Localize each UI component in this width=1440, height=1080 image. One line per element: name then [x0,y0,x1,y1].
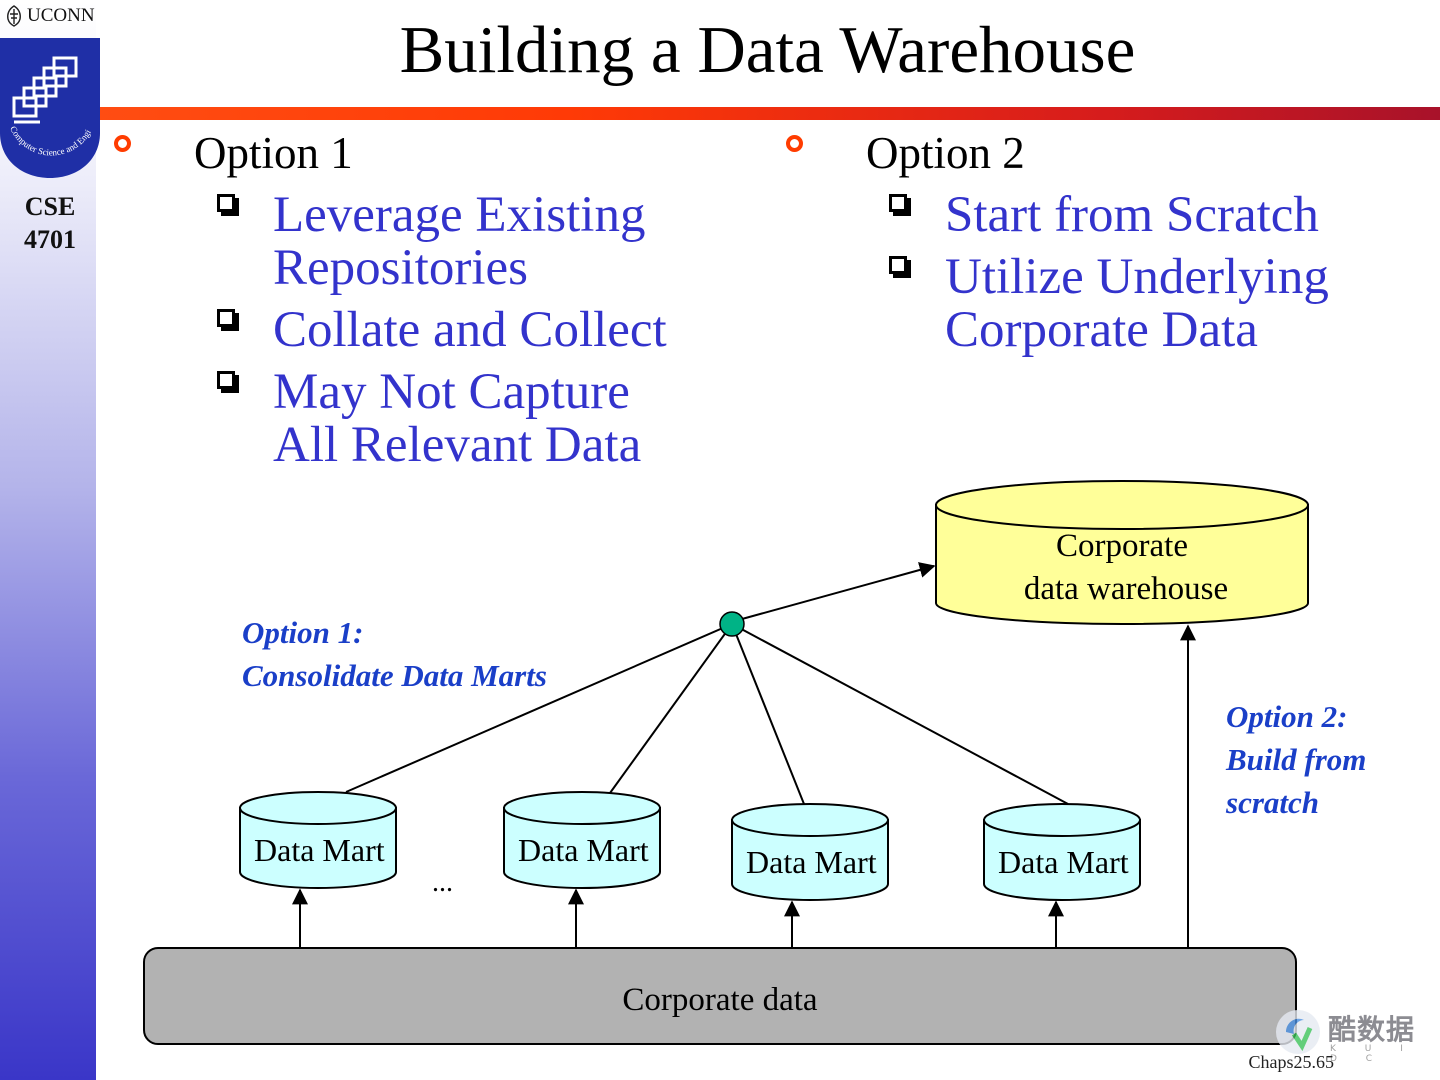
option-2-column: Option 2 Start from Scratch Utilize Unde… [782,126,1422,357]
slide-title: Building a Data Warehouse [399,13,1136,87]
square-bullet-icon [889,256,907,274]
option-1-heading: Option 1 [110,126,750,180]
slide-footer: Chaps25.65 [1248,1052,1335,1072]
option-2-label: Option 2 [866,128,1025,178]
option-1-caption-line-2: Consolidate Data Marts [242,658,547,693]
corporate-data-source: Corporate data [143,947,1297,1045]
square-bullet-icon [217,371,235,389]
corporate-data-label: Corporate data [622,982,818,1018]
data-mart-4: Data Mart [983,803,1141,901]
option-2-caption-line-2: Build from [1225,742,1366,777]
uconn-brand: UCONN [4,4,104,28]
consolidation-hub-node [719,611,745,637]
option-2-caption-line-1: Option 2: [1226,699,1347,734]
data-mart-label: Data Mart [746,844,877,880]
ring-bullet-icon [786,135,803,152]
square-bullet-icon [217,309,235,327]
warehouse-label-line-2: data warehouse [1024,571,1228,607]
option-1-column: Option 1 Leverage Existing Repositories … [110,126,750,472]
option-1-caption: Option 1: Consolidate Data Marts [242,615,547,693]
option-2-point: Utilize Underlying Corporate Data [782,251,1422,357]
connector-mart-1 [345,623,733,793]
option-2-point: Start from Scratch [782,189,1422,242]
data-mart-1: Data Mart [239,791,397,889]
point-line: Utilize Underlying [945,249,1329,305]
data-mart-2: Data Mart [503,791,661,889]
uconn-seal-icon [7,5,21,27]
course-number: 4701 [24,225,76,254]
watermark-text: 酷数据 [1328,1013,1416,1046]
title-divider [100,107,1440,120]
watermark-subtext: K U I D C [1330,1044,1416,1064]
data-mart-label: Data Mart [998,844,1129,880]
data-mart-label: Data Mart [254,832,385,868]
course-code: CSE [24,192,76,221]
watermark: 酷数据 K U I D C [1272,1004,1422,1064]
more-marts-ellipsis: ... [432,867,453,898]
option-1-point: Leverage Existing Repositories [110,189,750,295]
point-line: Collate and Collect [273,302,667,358]
option-2-caption-line-3: scratch [1225,785,1319,820]
point-line: Corporate Data [945,302,1258,358]
sidebar-gradient [0,0,96,1080]
point-line: Start from Scratch [945,187,1319,243]
option-1-point: Collate and Collect [110,304,750,357]
connector-mart-2 [609,623,733,794]
option-2-caption: Option 2: Build from scratch [1225,699,1366,820]
data-mart-3: Data Mart [731,803,889,901]
point-line: All Relevant Data [273,417,642,473]
square-bullet-icon [217,194,235,212]
watermark-logo-icon [1276,1010,1320,1054]
course-label: CSE 4701 [0,190,100,256]
connector-mart-3 [731,623,805,805]
point-line: May Not Capture [273,364,630,420]
corporate-data-warehouse: Corporate data warehouse [935,480,1309,625]
arrow-hub-to-warehouse [741,562,936,620]
option-2-heading: Option 2 [782,126,1422,180]
connector-mart-4 [731,623,1069,805]
warehouse-label-line-1: Corporate [1056,528,1188,564]
option-1-point: May Not Capture All Relevant Data [110,366,750,472]
cse-department-logo: Computer Science and Engineering [0,38,100,178]
square-bullet-icon [889,194,907,212]
uconn-wordmark: UCONN [27,5,95,26]
data-mart-label: Data Mart [518,832,649,868]
option-1-caption-line-1: Option 1: [242,615,363,650]
option-1-label: Option 1 [194,128,353,178]
point-line: Leverage Existing [273,187,646,243]
point-line: Repositories [273,240,528,296]
ring-bullet-icon [114,135,131,152]
